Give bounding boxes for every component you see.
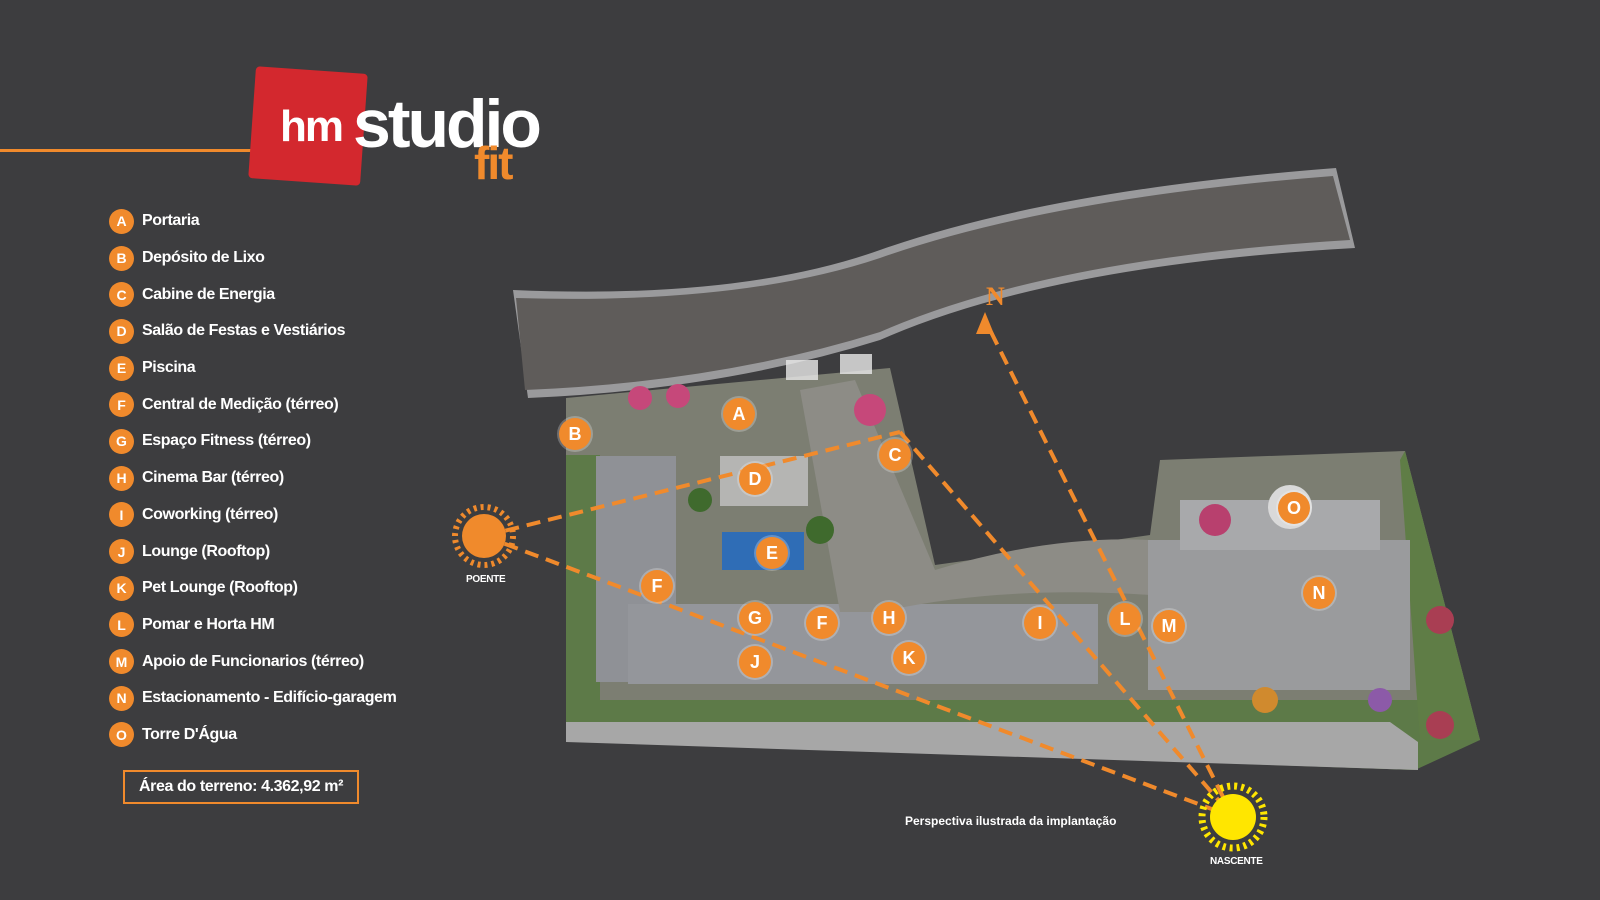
map-label: L [1109, 603, 1141, 635]
north-arrowhead [976, 312, 994, 334]
tree [1426, 711, 1454, 739]
sun-path [483, 534, 1234, 819]
orange-header-line [0, 149, 258, 152]
map-label: O [1278, 492, 1310, 524]
tree [806, 516, 834, 544]
map-label: N [1303, 577, 1335, 609]
map-label: G [739, 602, 771, 634]
legend-item: N Estacionamento - Edifício-garagem [109, 680, 397, 717]
legend-badge: J [109, 539, 134, 565]
map-label: H [873, 602, 905, 634]
tree [688, 488, 712, 512]
legend-item: O Torre D'Água [109, 717, 396, 754]
bottom-sidewalk [566, 722, 1418, 770]
legend-badge: I [109, 502, 134, 528]
legend-label: Portaria [142, 212, 200, 230]
legend-label: Depósito de Lixo [142, 249, 265, 267]
logo-hm: hm [280, 102, 344, 151]
garage-roof [1148, 540, 1410, 690]
legend-badge: G [109, 428, 134, 454]
legend-item: E Piscina [109, 350, 396, 387]
logo-fit: fit [474, 137, 513, 189]
sunrise-icon [1198, 782, 1268, 852]
legend-badge: K [109, 575, 134, 601]
legend-label: Central de Medição (térreo) [142, 395, 339, 413]
map-label: F [806, 607, 838, 639]
sun-path [483, 430, 901, 538]
legend-badge: D [109, 318, 134, 344]
legend-label: Piscina [142, 359, 196, 377]
land-area-box: Área do terreno: 4.362,92 m² [123, 770, 359, 804]
plan-caption: Perspectiva ilustrada da implantação [905, 814, 1117, 828]
legend-label: Pomar e Horta HM [142, 615, 275, 633]
sunset-icon [452, 504, 516, 568]
north-arrow-line [983, 319, 1235, 818]
legend-item: B Depósito de Lixo [109, 240, 396, 277]
legend-item: D Salão de Festas e Vestiários [109, 313, 396, 350]
legend-item: C Cabine de Energia [109, 276, 396, 313]
map-label: D [739, 463, 771, 495]
tree [1252, 687, 1278, 713]
logo-studio: studio [353, 86, 542, 162]
legend-label: Estacionamento - Edifício-garagem [142, 689, 397, 707]
legend-item: A Portaria [109, 203, 396, 240]
map-label: K [893, 642, 925, 674]
legend-item: K Pet Lounge (Rooftop) [109, 570, 396, 607]
tree [1368, 688, 1392, 712]
legend-label: Espaço Fitness (térreo) [142, 432, 311, 450]
legend-badge: L [109, 612, 134, 638]
map-label: C [879, 439, 911, 471]
sun-path [898, 430, 1235, 819]
legend-label: Lounge (Rooftop) [142, 542, 270, 560]
legend-badge: N [109, 685, 134, 711]
legend-label: Cabine de Energia [142, 285, 275, 303]
brand-logo: hm studio fit [248, 66, 592, 196]
tree [1426, 606, 1454, 634]
legend-label: Torre D'Água [142, 725, 237, 743]
tree [666, 384, 690, 408]
tree [854, 394, 886, 426]
legend-badge: F [109, 392, 134, 418]
north-label: N [986, 282, 1005, 311]
crosswalk [840, 354, 872, 374]
internal-drive [800, 380, 1150, 612]
map-label: J [739, 646, 771, 678]
map-label: I [1024, 607, 1056, 639]
legend-label: Coworking (térreo) [142, 505, 278, 523]
sunrise-label: NASCENTE [1210, 856, 1263, 867]
legend-label: Apoio de Funcionarios (térreo) [142, 652, 364, 670]
legend-badge: O [109, 722, 134, 748]
legend-badge: A [109, 208, 134, 234]
street-road [516, 176, 1350, 390]
legend-badge: H [109, 465, 134, 491]
legend-item: G Espaço Fitness (térreo) [109, 423, 396, 460]
legend: A Portaria B Depósito de Lixo C Cabine de E… [109, 203, 397, 754]
tree [628, 386, 652, 410]
crosswalk [786, 360, 818, 380]
legend-badge: E [109, 355, 134, 381]
legend-item: M Apoio de Funcionarios (térreo) [109, 643, 396, 680]
building-main [628, 604, 1098, 684]
legend-item: L Pomar e Horta HM [109, 607, 396, 644]
legend-label: Salão de Festas e Vestiários [142, 322, 346, 340]
map-label: M [1153, 610, 1185, 642]
legend-item: H Cinema Bar (térreo) [109, 460, 396, 497]
legend-label: Pet Lounge (Rooftop) [142, 579, 298, 597]
greenery-east [1400, 451, 1480, 740]
tree [1199, 504, 1231, 536]
legend-badge: M [109, 649, 134, 675]
legend-item: F Central de Medição (térreo) [109, 386, 396, 423]
legend-badge: C [109, 282, 134, 308]
map-label: B [559, 418, 591, 450]
map-label: A [723, 398, 755, 430]
map-label: E [756, 537, 788, 569]
map-label: F [641, 570, 673, 602]
legend-item: I Coworking (térreo) [109, 497, 396, 534]
legend-badge: B [109, 245, 134, 271]
legend-item: J Lounge (Rooftop) [109, 533, 396, 570]
legend-label: Cinema Bar (térreo) [142, 469, 284, 487]
sunset-label: POENTE [466, 574, 506, 585]
